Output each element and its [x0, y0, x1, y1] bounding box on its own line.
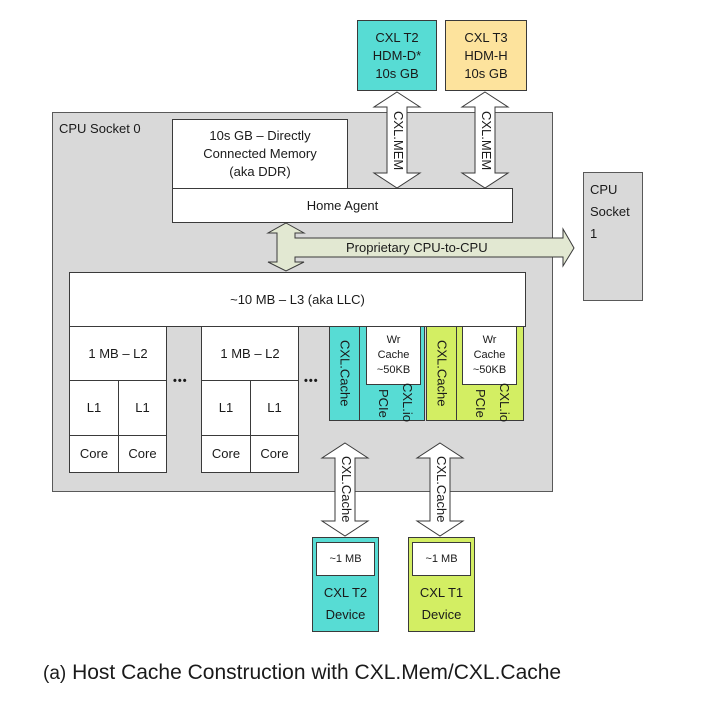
wr-cache-line-2: Cache — [473, 349, 506, 361]
device-cache-label: ~1 MB — [329, 552, 362, 565]
wr-cache-box: Wr Cache ~50KB — [366, 326, 421, 385]
pcie-label: PCIe — [473, 388, 488, 418]
wr-cache-line-3: ~50KB — [376, 364, 411, 376]
l1-label: L1 — [135, 400, 150, 415]
cpu-socket-1-line-1: CPU — [590, 182, 618, 197]
cpu-socket-0-label: CPU Socket 0 — [59, 121, 141, 136]
ddr-line-3: (aka DDR) — [229, 164, 291, 179]
device-line-3: 10s GB — [375, 65, 419, 81]
l1-label: L1 — [218, 400, 234, 415]
device-line-1: CXL T2 — [323, 585, 368, 600]
cxl-cache-label: CXL.Cache — [434, 340, 450, 407]
device-cache-box: ~1 MB — [316, 542, 375, 576]
cxl-io-port: Wr Cache ~50KB PCIe CXL.io — [456, 326, 524, 423]
cxl-mem-label: CXL.MEM — [391, 111, 406, 171]
cxl-cache-port: CXL.Cache — [426, 326, 457, 421]
device-line-2: Device — [325, 607, 366, 622]
core-label: Core — [211, 446, 241, 461]
core-box: Core — [250, 435, 299, 473]
l2-cache-box: 1 MB – L2 — [201, 326, 299, 381]
cxl-mem-label: CXL.MEM — [479, 111, 494, 171]
core-label: Core — [79, 446, 109, 461]
cpu-to-cpu-label: Proprietary CPU-to-CPU — [346, 240, 488, 255]
ellipsis: ••• — [173, 375, 188, 387]
cpu-socket-1-line-3: 1 — [590, 226, 598, 241]
cxl-io-labels: PCIe CXL.io — [370, 383, 420, 423]
core-box: Core — [118, 435, 167, 473]
cxl-t1-device: ~1 MB CXL T1 Device — [408, 537, 475, 632]
cxl-io-label: CXL.io — [497, 383, 512, 423]
device-line-2: Device — [421, 607, 462, 622]
cxl-cache-arrow — [415, 442, 465, 537]
pcie-label: PCIe — [376, 388, 391, 418]
cxl-t2-hdm-device: CXL T2 HDM-D* 10s GB — [357, 20, 437, 91]
l1-label: L1 — [86, 400, 102, 415]
cxl-io-port: Wr Cache ~50KB PCIe CXL.io — [359, 326, 425, 423]
l2-label: 1 MB – L2 — [220, 345, 280, 361]
cxl-cache-label: CXL.Cache — [434, 455, 449, 523]
cxl-mem-arrow — [460, 91, 510, 189]
cxl-cache-arrow — [320, 442, 370, 537]
cxl-cache-label: CXL.Cache — [337, 340, 353, 407]
device-line-3: 10s GB — [464, 65, 508, 81]
device-line-2: HDM-H — [464, 47, 508, 63]
core-box: Core — [201, 435, 251, 473]
ddr-memory-box: 10s GB – Directly Connected Memory (aka … — [172, 119, 348, 189]
l3-label: ~10 MB – L3 (aka LLC) — [230, 291, 365, 307]
l3-cache-box: ~10 MB – L3 (aka LLC) — [69, 272, 526, 327]
core-label: Core — [128, 446, 157, 461]
l2-label: 1 MB – L2 — [88, 345, 148, 361]
home-agent-label: Home Agent — [306, 197, 379, 213]
cxl-t3-hdm-device: CXL T3 HDM-H 10s GB — [445, 20, 527, 91]
wr-cache-box: Wr Cache ~50KB — [462, 326, 517, 385]
ddr-line-1: 10s GB – Directly — [209, 128, 311, 143]
cxl-io-label: CXL.io — [400, 383, 415, 423]
caption-text: Host Cache Construction with CXL.Mem/CXL… — [72, 661, 562, 684]
figure-caption: (a) Host Cache Construction with CXL.Mem… — [43, 660, 561, 687]
cxl-t2-device: ~1 MB CXL T2 Device — [312, 537, 379, 632]
home-agent-box: Home Agent — [172, 188, 513, 223]
core-label: Core — [260, 446, 289, 461]
wr-cache-line-3: ~50KB — [472, 364, 507, 376]
device-line-1: CXL T3 — [464, 29, 508, 45]
device-line-1: CXL T2 — [375, 29, 419, 45]
device-line-1: CXL T1 — [419, 585, 464, 600]
device-label: CXL T1 Device — [409, 580, 474, 628]
cpu-socket-1: CPU Socket 1 — [583, 172, 643, 301]
ellipsis: ••• — [304, 375, 319, 387]
cxl-io-labels: PCIe CXL.io — [467, 383, 517, 423]
wr-cache-line-1: Wr — [482, 334, 497, 346]
l1-cache-box: L1 — [250, 380, 299, 436]
caption-label: (a) — [43, 663, 67, 684]
l1-label: L1 — [267, 400, 282, 415]
cpu-to-cpu-arrow — [266, 222, 575, 272]
device-label: CXL T2 Device — [313, 580, 378, 628]
cxl-cache-label: CXL.Cache — [339, 455, 354, 523]
wr-cache-line-1: Wr — [386, 334, 401, 346]
device-cache-box: ~1 MB — [412, 542, 471, 576]
cxl-mem-arrow — [372, 91, 422, 189]
core-box: Core — [69, 435, 119, 473]
wr-cache-line-2: Cache — [377, 349, 410, 361]
l1-cache-box: L1 — [118, 380, 167, 436]
device-cache-label: ~1 MB — [425, 552, 458, 565]
cpu-socket-1-line-2: Socket — [590, 204, 630, 219]
device-line-2: HDM-D* — [372, 47, 422, 63]
ddr-line-2: Connected Memory — [203, 146, 317, 161]
cxl-cache-port: CXL.Cache — [329, 326, 360, 421]
l2-cache-box: 1 MB – L2 — [69, 326, 167, 381]
